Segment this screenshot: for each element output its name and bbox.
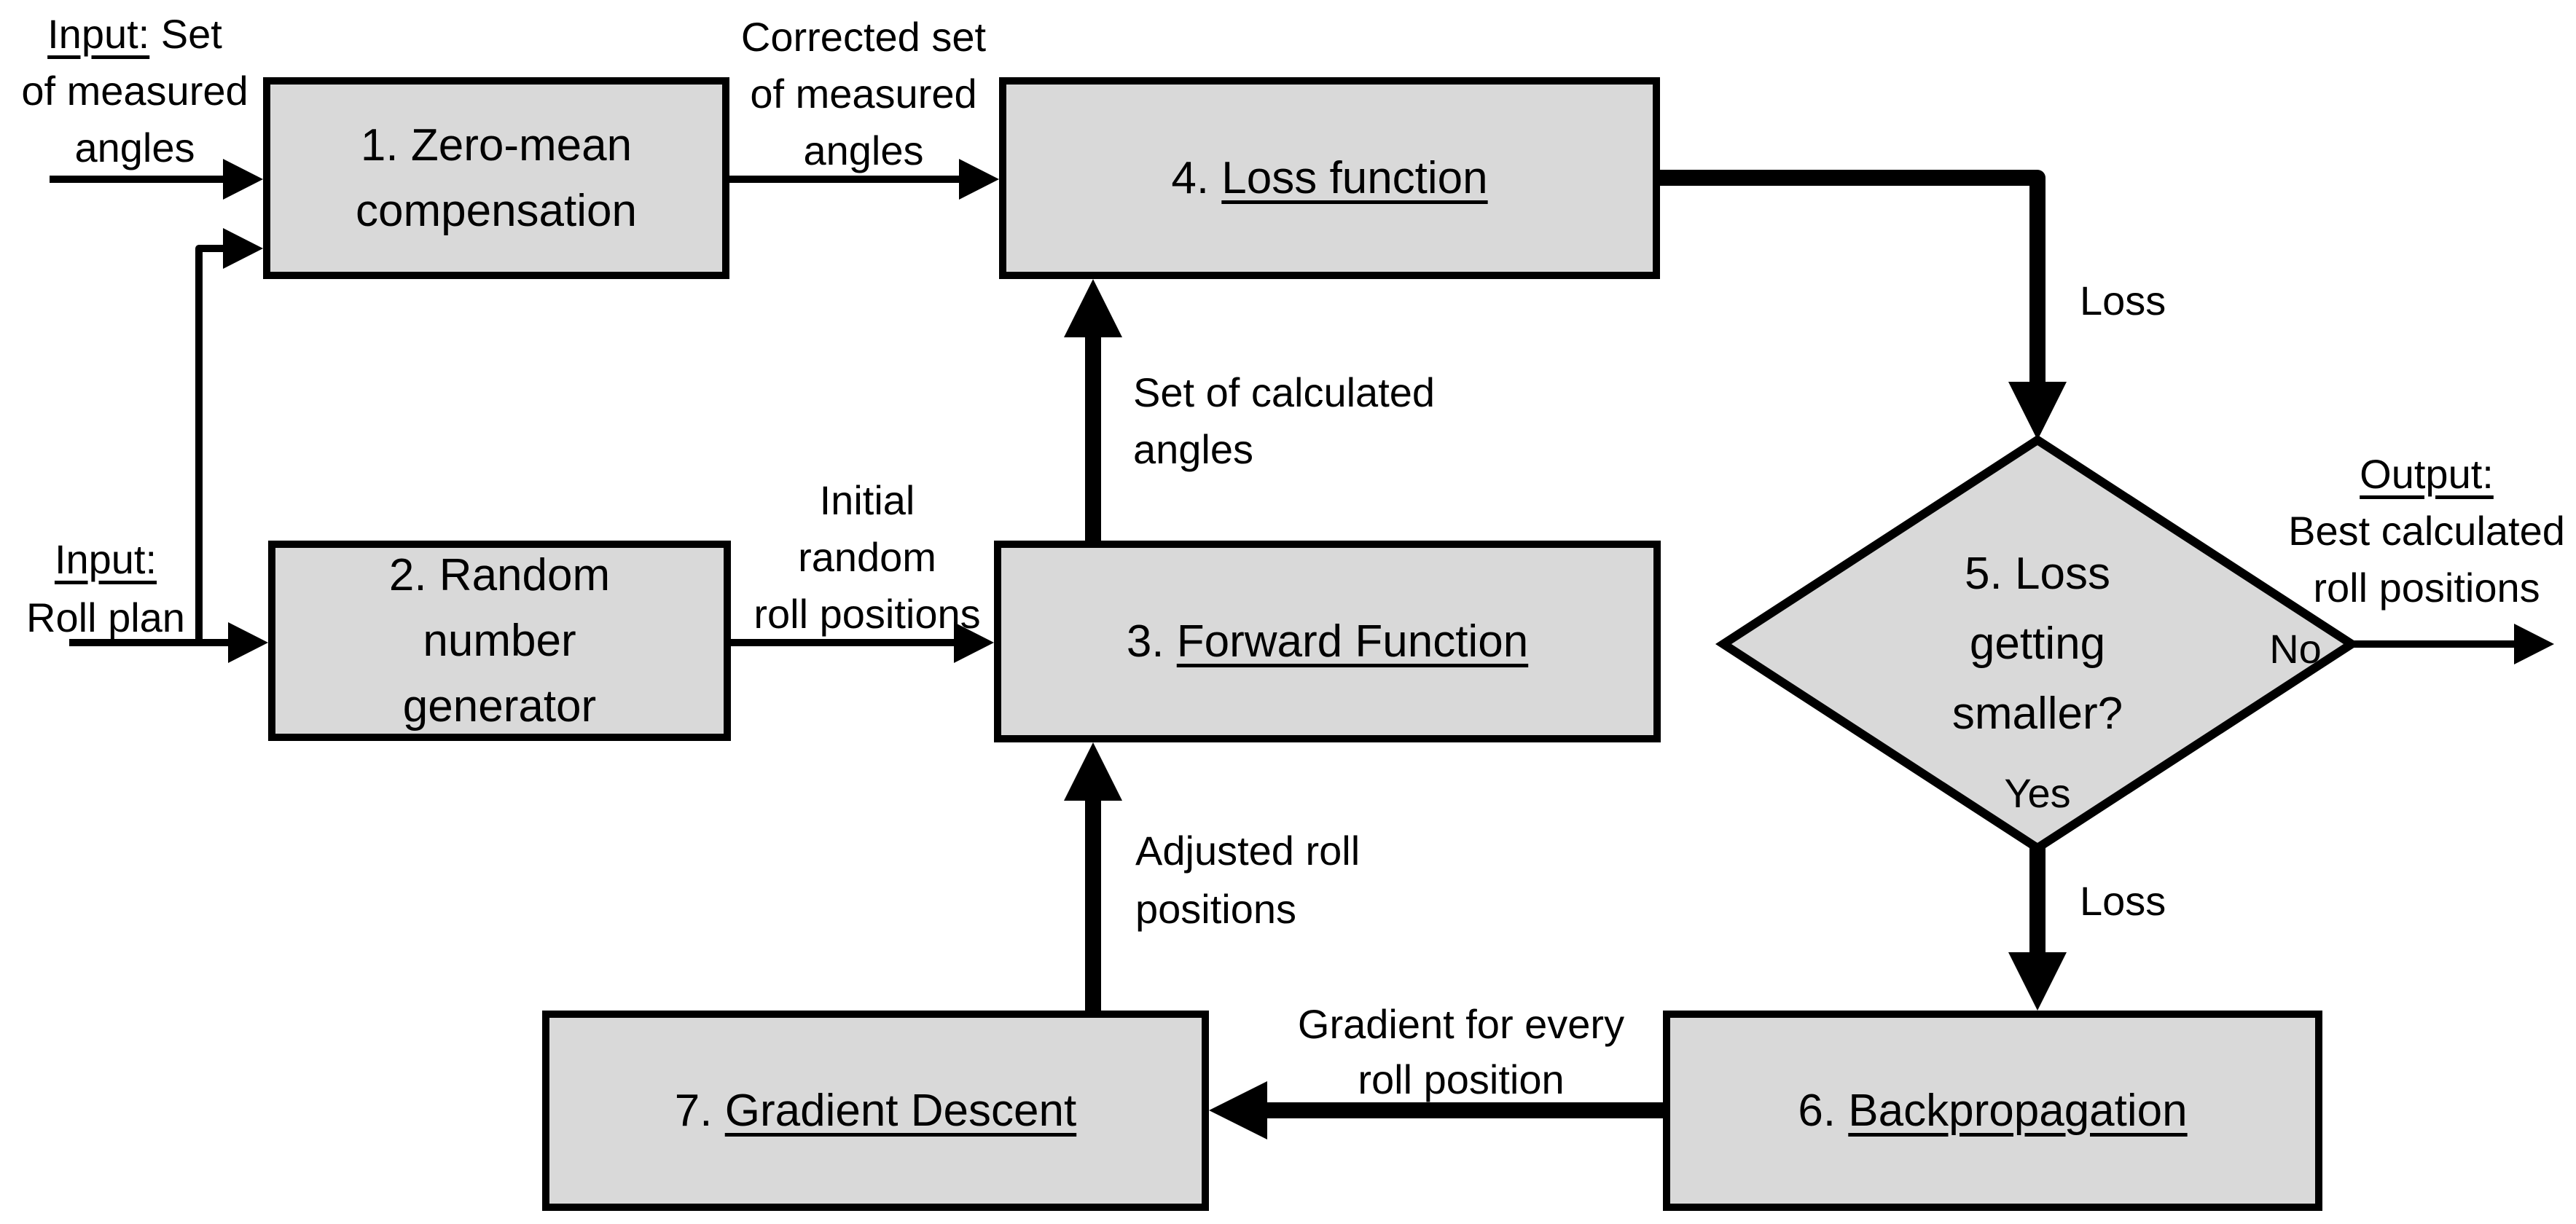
label-gradient-for-every-roll-position: Gradient for every roll position <box>1297 997 1625 1107</box>
label-line: angles <box>1133 426 1254 472</box>
node-random-number-generator: 2. Random number generator <box>268 541 731 741</box>
label-line: Roll plan <box>26 595 185 640</box>
label-corrected-set: Corrected set of measured angles <box>736 9 991 179</box>
label-line: of measured <box>750 71 977 117</box>
node-number: 1. <box>360 119 399 170</box>
node-label: Random number generator <box>402 549 611 731</box>
label-line: positions <box>1135 886 1297 932</box>
label-line: Gradient for every <box>1297 1001 1625 1047</box>
node-label: Zero-mean compensation <box>355 119 638 236</box>
label-input-roll-plan: Input: Roll plan <box>0 530 211 647</box>
node-label: Gradient Descent <box>724 1085 1077 1136</box>
node-number: 2. <box>388 549 427 600</box>
label-adjusted-roll-positions: Adjusted roll positions <box>1135 822 1360 938</box>
label-line: Set of calculated <box>1133 369 1436 415</box>
node-number: 6. <box>1798 1085 1836 1136</box>
node-number: 3. <box>1126 616 1164 667</box>
output-prefix: Output: <box>2360 451 2494 497</box>
node-backpropagation: 6. Backpropagation <box>1663 1011 2322 1211</box>
input-prefix: Input: <box>47 11 150 57</box>
label-yes-branch: Yes <box>2004 770 2071 816</box>
label-line: angles <box>74 125 195 170</box>
arrow-rollplan-branch <box>195 228 263 643</box>
label-line: roll position <box>1358 1056 1565 1102</box>
label-line: Best calculated <box>2288 508 2565 554</box>
label-initial-random-roll-positions: Initial random roll positions <box>736 472 998 643</box>
label-input-measured-angles: Input: Set of measured angles <box>15 6 255 176</box>
node-label: Forward Function <box>1176 616 1529 667</box>
node-label: Backpropagation <box>1848 1085 2188 1136</box>
arrow-box4-to-diamond <box>1660 170 2067 440</box>
label-line: random <box>798 534 936 580</box>
label-set-of-calculated-angles: Set of calculated angles <box>1133 364 1435 478</box>
diamond-line: 5. Loss <box>1965 549 2110 599</box>
label-loss-top: Loss <box>2080 278 2166 323</box>
node-number: 4. <box>1171 152 1210 203</box>
label-line: Corrected set <box>740 14 987 60</box>
node-loss-getting-smaller: 5. Loss getting smaller? <box>1723 440 2352 848</box>
label-line: Initial <box>819 477 915 523</box>
label-line: Set <box>149 11 222 57</box>
label-output-best-roll-positions: Output: Best calculated roll positions <box>2281 446 2572 616</box>
label-line: Adjusted roll <box>1135 828 1361 874</box>
label-line: roll positions <box>2313 565 2540 611</box>
label-loss-bottom: Loss <box>2080 878 2166 924</box>
node-loss-function: 4. Loss function <box>999 77 1660 279</box>
diamond-line: getting <box>1969 619 2106 669</box>
label-line: roll positions <box>753 591 981 637</box>
label-line: of measured <box>21 68 248 114</box>
diamond-line: smaller? <box>1951 688 2123 739</box>
label-line: angles <box>803 128 924 173</box>
node-number: 7. <box>674 1085 713 1136</box>
input-prefix: Input: <box>54 536 157 582</box>
node-gradient-descent: 7. Gradient Descent <box>542 1011 1209 1211</box>
label-no-branch: No <box>2269 626 2322 672</box>
node-zero-mean-compensation: 1. Zero-mean compensation <box>263 77 729 279</box>
node-label: Loss function <box>1221 152 1488 203</box>
node-forward-function: 3. Forward Function <box>994 541 1661 742</box>
